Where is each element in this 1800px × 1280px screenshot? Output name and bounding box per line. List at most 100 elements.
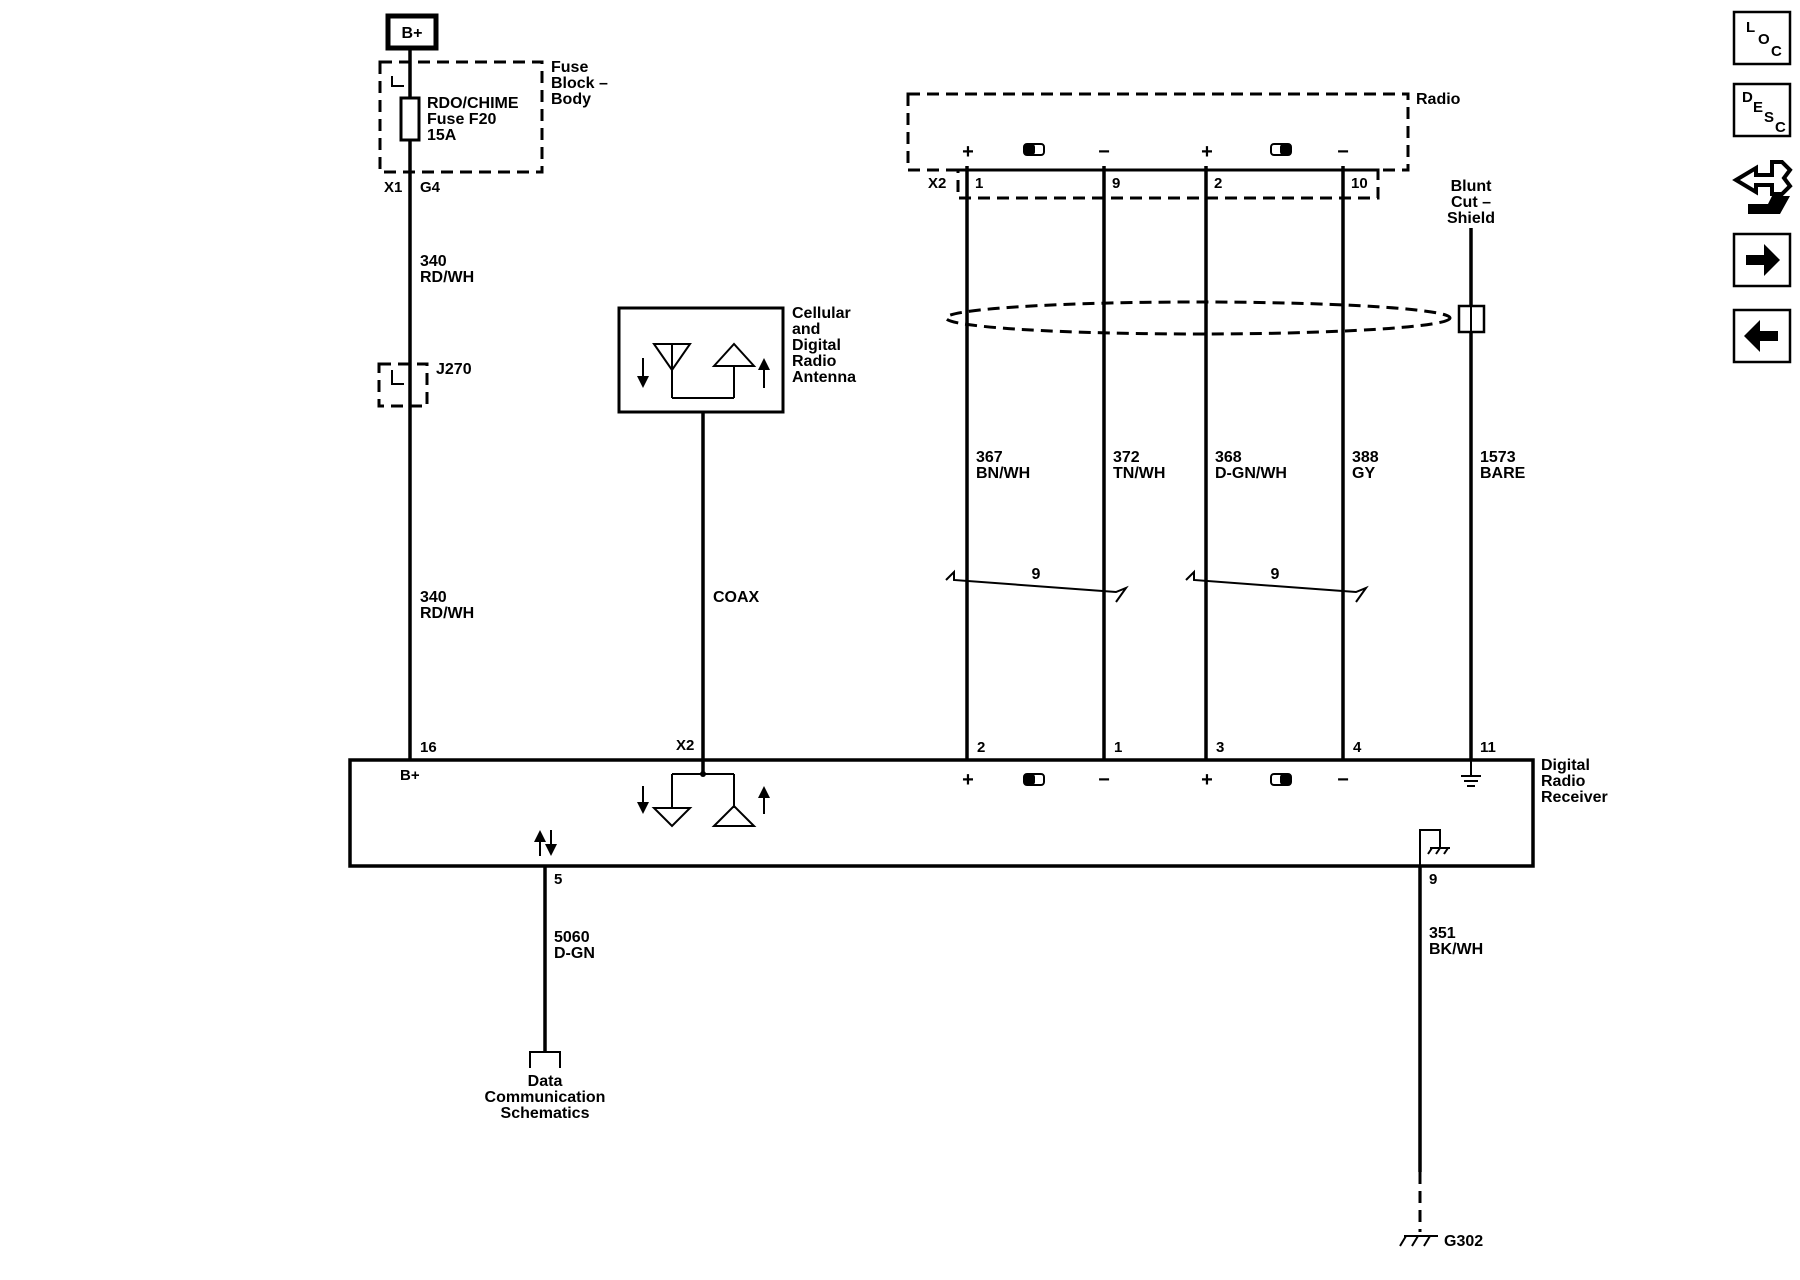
antenna-label-5: Antenna xyxy=(792,369,856,386)
radio-label: Radio xyxy=(1416,91,1461,108)
transmit-antenna-icon xyxy=(711,342,757,367)
antenna-label-4: Radio xyxy=(792,353,837,370)
wire-367-color: BN/WH xyxy=(976,465,1030,482)
ground-icon xyxy=(1461,760,1481,787)
wire-5060: 5 5060 D-GN Data Communication Schematic… xyxy=(485,866,606,1122)
battery-label: B+ xyxy=(402,25,423,42)
receiver-pin-5: 5 xyxy=(554,871,562,888)
antenna-label-1: Cellular xyxy=(792,305,851,322)
location-button[interactable]: L O C xyxy=(1732,10,1792,66)
twisted-pair-label-left: 9 xyxy=(1032,566,1041,583)
desc-letter-d: D xyxy=(1742,89,1753,106)
antenna-label-3: Digital xyxy=(792,337,841,354)
antenna-label-2: and xyxy=(792,321,820,338)
wire-1573-drain: Blunt Cut – Shield 1573 BARE xyxy=(1447,178,1526,760)
radio-plus-1: + xyxy=(962,141,974,163)
bidirectional-data-icon xyxy=(534,830,557,856)
desc-letter-s: S xyxy=(1764,109,1774,126)
twisted-pair-marker: 9 xyxy=(945,566,1129,603)
wire-368-circuit: 368 xyxy=(1215,449,1242,466)
desc-letter-c: C xyxy=(1775,119,1786,136)
wire-340-upper-color: RD/WH xyxy=(420,269,474,286)
loc-letter-c: C xyxy=(1771,43,1782,60)
ground-label: G302 xyxy=(1444,1233,1483,1250)
wire-368: 368 D-GN/WH xyxy=(1204,166,1287,760)
connector-end-view-icon xyxy=(1732,160,1793,214)
down-arrow-icon xyxy=(637,802,649,814)
receiver-minus-1: − xyxy=(1098,769,1110,791)
radio-pin-10: 10 xyxy=(1351,175,1368,192)
receiver-pin-4: 4 xyxy=(1353,739,1362,756)
receiver-label-2: Radio xyxy=(1541,773,1586,790)
loc-letter-o: O xyxy=(1758,31,1770,48)
fuse-block-label-2: Block – xyxy=(551,75,608,92)
receiver-pin-3: 3 xyxy=(1216,739,1224,756)
speaker-icon xyxy=(1023,773,1045,786)
chassis-ground-icon xyxy=(1419,829,1450,866)
radio-minus-1: − xyxy=(1098,141,1110,163)
fuse-block-label-3: Body xyxy=(551,91,591,108)
radio-connector: X2 xyxy=(928,175,946,192)
radio-pin-9: 9 xyxy=(1112,175,1120,192)
receiver-bplus-label: B+ xyxy=(400,767,420,784)
fuse-block-terminal-icon xyxy=(391,76,404,87)
shield-label-2: Cut – xyxy=(1451,194,1491,211)
receiver-plus-1: + xyxy=(962,769,974,791)
data-comm-label-3: Schematics xyxy=(501,1105,590,1122)
battery-power-source: B+ xyxy=(385,13,439,51)
coax-cable: COAX xyxy=(701,412,760,774)
fuse-block-label-1: Fuse xyxy=(551,59,588,76)
wire-372-circuit: 372 xyxy=(1113,449,1140,466)
wire-351-color: BK/WH xyxy=(1429,941,1483,958)
description-button[interactable]: D E S C xyxy=(1732,82,1792,138)
splice-terminal-icon xyxy=(391,370,404,385)
chassis-ground-g302-icon xyxy=(1399,1235,1438,1247)
next-page-icon xyxy=(1746,244,1780,276)
connector-end-view-button[interactable] xyxy=(1732,160,1793,214)
receiver-pin-11: 11 xyxy=(1480,739,1496,756)
coax-label: COAX xyxy=(713,589,760,606)
next-page-button[interactable] xyxy=(1732,232,1792,288)
cellular-digital-radio-antenna: Cellular and Digital Radio Antenna xyxy=(617,305,856,414)
receiver-label-3: Receiver xyxy=(1541,789,1608,806)
transmit-antenna-icon xyxy=(711,804,757,827)
wire-388: 388 GY xyxy=(1341,166,1379,760)
radio-pin-2: 2 xyxy=(1214,175,1222,192)
wire-340-lower-color: RD/WH xyxy=(420,605,474,622)
wire-340: 340 RD/WH 340 RD/WH xyxy=(408,48,474,760)
fuse-block-body: Fuse Block – Body RDO/CHIME Fuse F20 15A… xyxy=(378,59,608,196)
fuse-label-2: Fuse F20 xyxy=(427,111,496,128)
fuse-block-pin: G4 xyxy=(420,179,441,196)
wire-372-color: TN/WH xyxy=(1113,465,1165,482)
previous-page-button[interactable] xyxy=(1732,308,1792,364)
digital-radio-receiver: Digital Radio Receiver 16 B+ X2 2 1 3 4 … xyxy=(348,737,1608,868)
schematic-reference-icon xyxy=(529,1051,561,1068)
data-comm-label-2: Communication xyxy=(485,1089,606,1106)
speaker-icon xyxy=(1270,143,1292,156)
wire-340-lower-circuit: 340 xyxy=(420,589,447,606)
receiver-pin-bplus: 16 xyxy=(420,739,437,756)
wire-351-circuit: 351 xyxy=(1429,925,1456,942)
receiver-pin-9: 9 xyxy=(1429,871,1437,888)
receiver-plus-2: + xyxy=(1201,769,1213,791)
up-arrow-icon xyxy=(758,786,770,798)
shield-label-1: Blunt xyxy=(1451,178,1493,195)
fuse-label-1: RDO/CHIME xyxy=(427,95,519,112)
receiver-pin-2: 2 xyxy=(977,739,985,756)
wire-367-circuit: 367 xyxy=(976,449,1003,466)
wire-388-color: GY xyxy=(1352,465,1375,482)
down-arrow-icon xyxy=(637,376,649,388)
wire-372: 372 TN/WH xyxy=(1102,166,1165,760)
cable-shield xyxy=(944,300,1452,336)
up-arrow-icon xyxy=(758,358,770,370)
speaker-icon xyxy=(1023,143,1045,156)
speaker-icon xyxy=(1270,773,1292,786)
receive-antenna-icon xyxy=(651,807,693,828)
radio-plus-2: + xyxy=(1201,141,1213,163)
fuse-label-3: 15A xyxy=(427,127,457,144)
desc-letter-e: E xyxy=(1753,99,1763,116)
receiver-pin-1: 1 xyxy=(1114,739,1122,756)
fuse-icon xyxy=(399,96,421,142)
splice-pack-j270: J270 xyxy=(377,361,472,408)
